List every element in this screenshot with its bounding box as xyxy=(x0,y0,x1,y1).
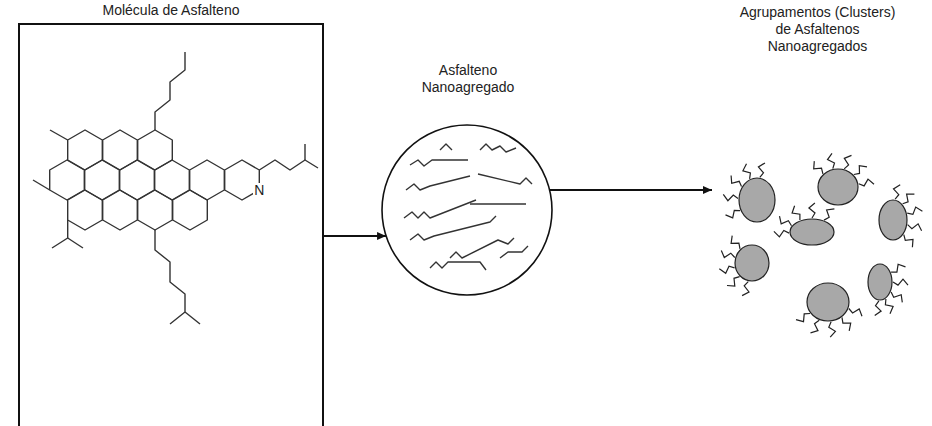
node-heading: Asfalteno Nanoagregado xyxy=(412,62,524,96)
isopropyl-group xyxy=(52,220,68,248)
sheet xyxy=(406,176,470,190)
isopropyl-branch xyxy=(68,238,83,248)
node-heading: Molécula de Asfalteno xyxy=(21,2,321,19)
nanoaggregate-circle: Asfalteno Nanoagregado xyxy=(372,60,564,310)
alkyl-tail xyxy=(758,163,765,177)
alkyl-tail xyxy=(809,203,815,218)
alkyl-tail xyxy=(796,314,810,322)
alkyl-tail xyxy=(792,206,800,220)
asphaltene-molecule xyxy=(33,52,318,324)
nanoaggregate-blob xyxy=(790,219,834,245)
sheet-chain xyxy=(480,144,516,152)
ring xyxy=(173,190,208,230)
alkyl-tail xyxy=(780,216,792,226)
alkyl-tail xyxy=(774,231,789,237)
alkyl-chain xyxy=(155,230,185,324)
nanoaggregate-blob xyxy=(807,283,849,321)
alkyl-tail xyxy=(844,155,851,169)
sheet xyxy=(430,262,486,270)
alkyl-tail xyxy=(829,322,836,337)
alkyl-tail xyxy=(721,250,735,257)
alkyl-tail xyxy=(731,236,740,249)
sheet xyxy=(478,174,532,184)
ethyl-group xyxy=(33,180,50,190)
nanoaggregate-blob xyxy=(818,169,858,205)
alkyl-tail xyxy=(875,301,881,316)
nanoaggregate-blob xyxy=(735,245,769,281)
alkyl-tail xyxy=(891,264,905,272)
alkyl-tail xyxy=(859,179,874,186)
alkyl-tail xyxy=(727,277,740,286)
cluster-illustration xyxy=(719,153,922,337)
alkyl-tail xyxy=(885,299,893,314)
panel-outline xyxy=(18,23,324,426)
nanoaggregate-blob xyxy=(739,178,775,222)
sheet xyxy=(410,216,496,240)
alkyl-tail xyxy=(742,282,749,296)
nanoaggregate-blob xyxy=(879,200,907,240)
alkyl-tail xyxy=(743,164,751,179)
nanoaggregate-blob xyxy=(868,264,892,300)
cluster-area xyxy=(712,86,924,354)
alkyl-branch xyxy=(304,144,305,160)
alkyl-tail xyxy=(828,153,835,168)
alkyl-tail xyxy=(904,235,913,248)
alkyl-chain xyxy=(259,160,318,170)
atom-label: N xyxy=(253,183,265,197)
alkyl-tail xyxy=(908,224,922,231)
alkyl-tail xyxy=(824,209,834,220)
alkyl-tail xyxy=(893,279,908,285)
circle-shape xyxy=(372,60,564,310)
nanoaggregate-sheets xyxy=(404,144,532,270)
ring xyxy=(103,190,138,230)
alkyl-tail xyxy=(894,185,901,199)
alkyl-branch xyxy=(185,312,200,324)
alkyl-tail xyxy=(903,194,915,204)
alkyl-tail xyxy=(842,317,851,331)
cluster-group: Agrupamentos (Clusters) de Asfaltenos Na… xyxy=(705,2,930,362)
alkyl-tail xyxy=(723,194,738,200)
ring xyxy=(190,160,225,200)
arrow-connector xyxy=(324,235,386,237)
alkyl-tail xyxy=(726,210,741,218)
alkyl-tail xyxy=(731,176,741,187)
alkyl-tail xyxy=(854,166,867,175)
alkyl-tail xyxy=(814,161,823,174)
sheet xyxy=(404,200,476,218)
sheet-chain xyxy=(440,144,452,150)
sheet xyxy=(470,203,526,204)
arrow-connector xyxy=(550,189,712,191)
alkyl-tail xyxy=(719,266,734,273)
alkyl-chain xyxy=(155,52,185,130)
alkyl-tail xyxy=(811,320,820,333)
alkyl-tail xyxy=(849,309,862,317)
circle-outline xyxy=(382,125,552,295)
alkyl-tail xyxy=(907,207,922,214)
sheet-chain xyxy=(500,246,528,258)
node-heading: Agrupamentos (Clusters) de Asfaltenos Na… xyxy=(734,4,902,55)
ring xyxy=(138,190,173,230)
sheet xyxy=(410,160,468,166)
molecule-panel: Molécula de Asfalteno xyxy=(18,0,324,426)
methyl-group xyxy=(50,130,68,140)
ring xyxy=(68,190,103,230)
alkyl-tail xyxy=(891,292,902,302)
